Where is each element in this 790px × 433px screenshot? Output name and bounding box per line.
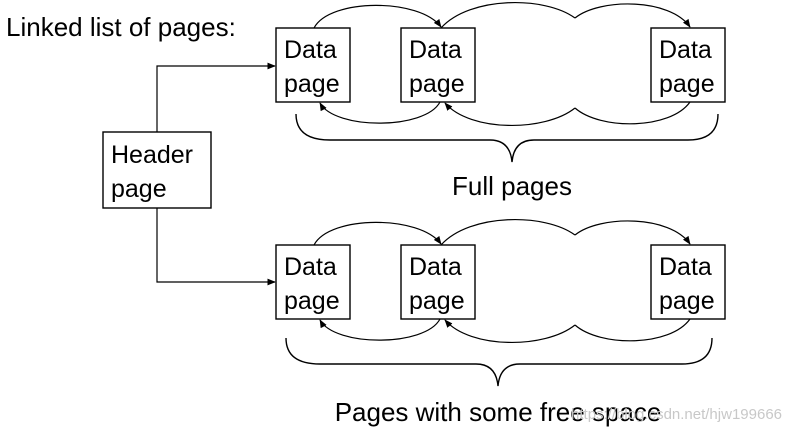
full-data-page-1: Data page	[275, 27, 351, 103]
free-pages-row: Data page Data page Data page Pages with…	[275, 218, 726, 427]
full-data-page-2: Data page	[400, 27, 476, 103]
free-page-3-line2: page	[659, 287, 715, 315]
free-page-2-line1: Data	[409, 253, 462, 281]
full-prev-arrow-2	[444, 102, 576, 127]
free-prev-arrow-1	[319, 318, 441, 341]
full-prev-arrow-1	[319, 101, 441, 124]
free-page-3-line1: Data	[659, 253, 712, 281]
free-next-arrow-1	[313, 221, 442, 246]
header-page-line2: page	[111, 175, 167, 203]
full-pages-row: Data page Data page Data page Full pages	[275, 1, 726, 201]
full-next-arrow-2	[440, 1, 576, 29]
free-next-arrow-3	[574, 220, 691, 245]
free-page-1-line1: Data	[284, 253, 337, 281]
full-prev-arrow-3	[574, 101, 691, 125]
header-page-box: Header page	[102, 131, 212, 209]
free-data-page-1: Data page	[275, 244, 351, 320]
full-pages-label: Full pages	[452, 171, 572, 201]
full-page-1-line1: Data	[284, 36, 337, 64]
header-to-free-arrow	[156, 208, 276, 286]
header-page-line1: Header	[111, 141, 193, 169]
watermark-text: https://blog.csdn.net/hjw199666	[571, 406, 782, 423]
free-next-arrow-2	[440, 218, 576, 246]
free-prev-arrow-3	[574, 318, 691, 342]
free-pages-brace	[285, 337, 713, 387]
free-page-1-line2: page	[284, 287, 340, 315]
free-data-page-3: Data page	[650, 244, 726, 320]
free-data-page-2: Data page	[400, 244, 476, 320]
full-page-2-line1: Data	[409, 36, 462, 64]
full-page-1-line2: page	[284, 70, 340, 98]
diagram-title: Linked list of pages:	[6, 12, 236, 42]
full-page-3-line2: page	[659, 70, 715, 98]
full-page-2-line2: page	[409, 70, 465, 98]
free-page-2-line2: page	[409, 287, 465, 315]
full-page-3-line1: Data	[659, 36, 712, 64]
free-prev-arrow-2	[444, 319, 576, 344]
full-pages-brace	[295, 113, 719, 163]
full-next-arrow-1	[313, 4, 442, 29]
header-to-full-arrow	[156, 62, 276, 132]
full-data-page-3: Data page	[650, 27, 726, 103]
free-pages-label: Pages with some free space	[335, 397, 662, 427]
full-next-arrow-3	[574, 3, 691, 28]
